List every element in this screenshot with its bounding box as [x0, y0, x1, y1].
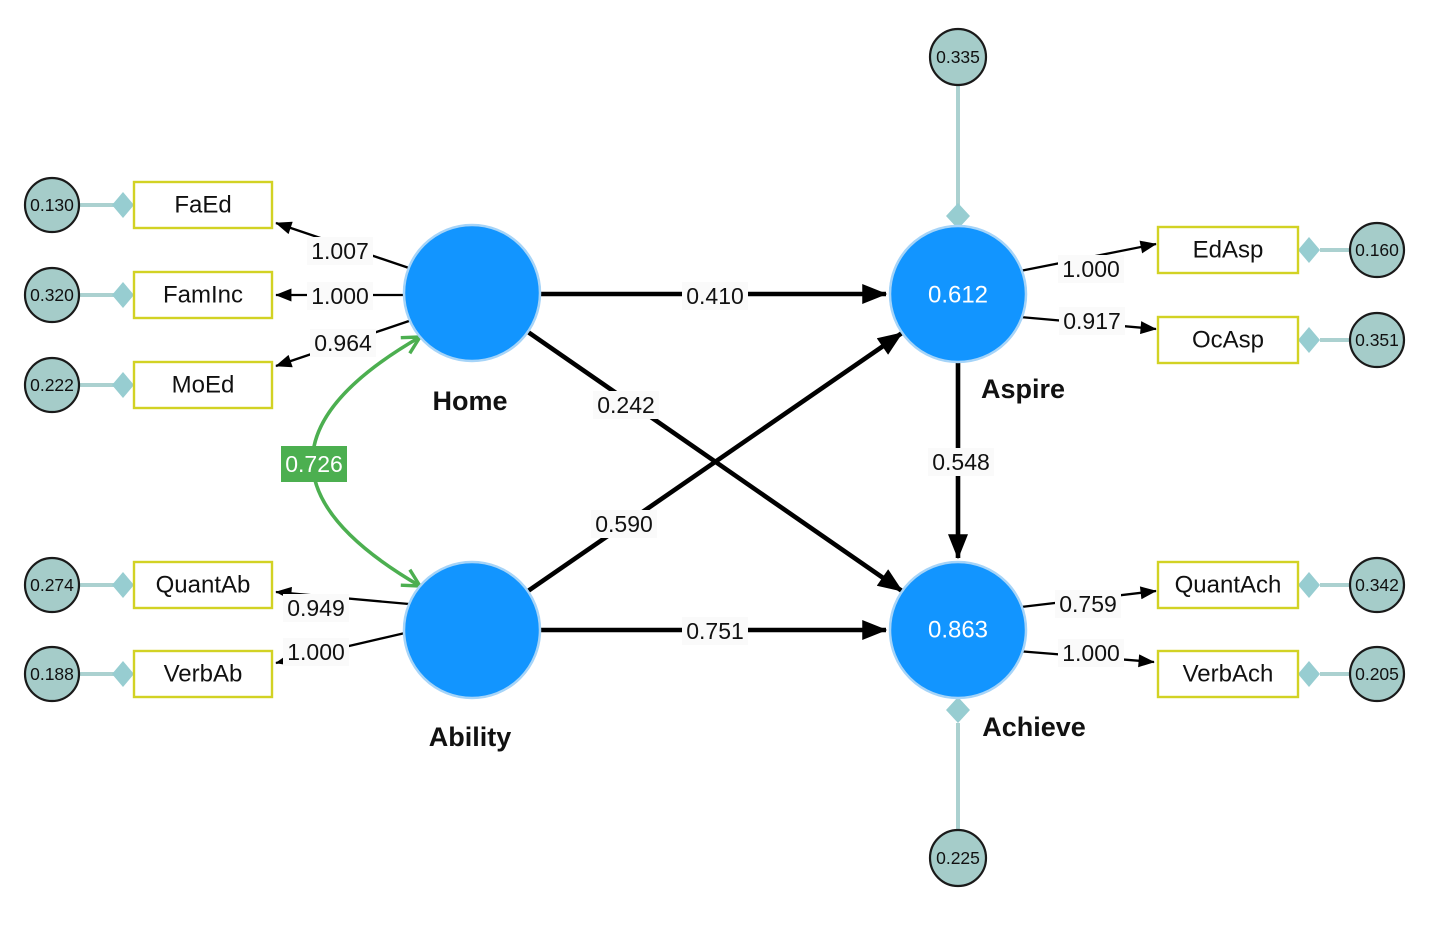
loading-label-moed: 0.964 — [314, 330, 372, 356]
disturbance-achieve — [928, 828, 988, 888]
latent-aspire-value: 0.612 — [928, 282, 988, 309]
loading-label-verbab: 1.000 — [287, 639, 345, 665]
loading-label-verbach: 1.000 — [1062, 640, 1120, 666]
error-verbab — [23, 645, 81, 703]
error-verbach-value: 0.205 — [1355, 664, 1399, 684]
indicator-moed-label: MoEd — [172, 372, 235, 399]
path-label-ability-aspire: 0.590 — [595, 511, 653, 537]
indicator-faed-label: FaEd — [174, 192, 231, 219]
loading-label-edasp-bg — [1058, 255, 1124, 283]
disturbance-aspire — [928, 27, 988, 87]
indicator-edasp — [1156, 225, 1300, 275]
path-label-ability-aspire-bg — [591, 510, 657, 538]
indicator-edasp-label: EdAsp — [1193, 237, 1264, 264]
loading-label-quantab-bg — [283, 594, 349, 622]
loading-label-quantab: 0.949 — [287, 595, 345, 621]
latent-home-label: Home — [432, 386, 507, 416]
error-verbab-value: 0.188 — [30, 664, 74, 684]
latent-home — [402, 223, 542, 363]
latent-achieve-label: Achieve — [982, 712, 1086, 742]
loading-label-ocasp-bg — [1059, 307, 1125, 335]
disturbance-achieve-value: 0.225 — [936, 848, 980, 868]
indicator-faed — [132, 180, 274, 230]
diamond-connector-quantach-icon — [1298, 572, 1320, 598]
diamond-connector-edasp-icon — [1298, 237, 1320, 263]
error-quantach-value: 0.342 — [1355, 575, 1399, 595]
disturbance-aspire-value: 0.335 — [936, 47, 980, 67]
latent-achieve — [888, 560, 1028, 700]
loading-label-verbab-bg — [283, 638, 349, 666]
loading-label-edasp: 1.000 — [1062, 256, 1120, 282]
loading-label-faed-bg — [307, 237, 373, 265]
latent-achieve-value: 0.863 — [928, 617, 988, 644]
diamond-connector-moed-icon — [112, 372, 134, 398]
indicator-verbab-label: VerbAb — [164, 661, 243, 688]
indicator-verbach-label: VerbAch — [1183, 661, 1274, 688]
latent-ability-label: Ability — [429, 722, 512, 752]
path-label-home-aspire-bg — [682, 282, 748, 310]
indicator-moed — [132, 360, 274, 410]
path-label-home-achieve-bg — [593, 391, 659, 419]
diamond-connector-quantab-icon — [112, 572, 134, 598]
indicator-ocasp — [1156, 315, 1300, 365]
error-faed — [23, 176, 81, 234]
diamond-connector-aspire-icon — [946, 203, 970, 229]
error-moed-value: 0.222 — [30, 375, 74, 395]
error-faminc-value: 0.320 — [30, 285, 74, 305]
loading-label-moed-bg — [310, 329, 376, 357]
error-ocasp-value: 0.351 — [1355, 330, 1399, 350]
loading-label-faminc: 1.000 — [311, 283, 369, 309]
covariance-label: 0.726 — [285, 451, 343, 477]
error-quantab — [23, 556, 81, 614]
loading-label-ocasp: 0.917 — [1063, 308, 1121, 334]
loading-label-quantach: 0.759 — [1059, 591, 1117, 617]
indicator-verbach — [1156, 649, 1300, 699]
covariance-label-bg — [281, 446, 347, 482]
path-label-home-aspire: 0.410 — [686, 283, 744, 309]
path-label-ability-achieve-bg — [682, 617, 748, 645]
indicator-ocasp-label: OcAsp — [1192, 327, 1264, 354]
indicator-quantach-label: QuantAch — [1175, 572, 1282, 599]
error-quantab-value: 0.274 — [30, 575, 74, 595]
diamond-connector-achieve-icon — [946, 697, 970, 723]
indicator-faminc-label: FamInc — [163, 282, 243, 309]
error-moed — [23, 356, 81, 414]
path-label-ability-achieve: 0.751 — [686, 618, 744, 644]
loading-label-quantach-bg — [1055, 590, 1121, 618]
error-edasp — [1348, 221, 1406, 279]
latent-aspire — [888, 224, 1028, 364]
indicator-quantab-label: QuantAb — [156, 572, 251, 599]
latent-ability — [402, 560, 542, 700]
diamond-connector-faminc-icon — [112, 282, 134, 308]
diamond-connector-verbach-icon — [1298, 661, 1320, 687]
indicator-faminc — [132, 270, 274, 320]
loading-label-faed: 1.007 — [311, 238, 369, 264]
path-label-home-achieve: 0.242 — [597, 392, 655, 418]
indicator-verbab — [132, 649, 274, 699]
diamond-connector-ocasp-icon — [1298, 327, 1320, 353]
error-quantach — [1348, 556, 1406, 614]
error-verbach — [1348, 645, 1406, 703]
indicator-quantach — [1156, 560, 1300, 610]
latent-aspire-label: Aspire — [981, 374, 1065, 404]
diamond-connector-verbab-icon — [112, 661, 134, 687]
error-faed-value: 0.130 — [30, 195, 74, 215]
error-edasp-value: 0.160 — [1355, 240, 1399, 260]
loading-label-faminc-bg — [307, 282, 373, 310]
loading-label-verbach-bg — [1058, 639, 1124, 667]
path-arrow-ability-aspire — [526, 331, 904, 593]
error-ocasp — [1348, 311, 1406, 369]
error-faminc — [23, 266, 81, 324]
path-label-aspire-achieve-bg — [928, 448, 994, 476]
path-label-aspire-achieve: 0.548 — [932, 449, 990, 475]
indicator-quantab — [132, 560, 274, 610]
diamond-connector-faed-icon — [112, 192, 134, 218]
